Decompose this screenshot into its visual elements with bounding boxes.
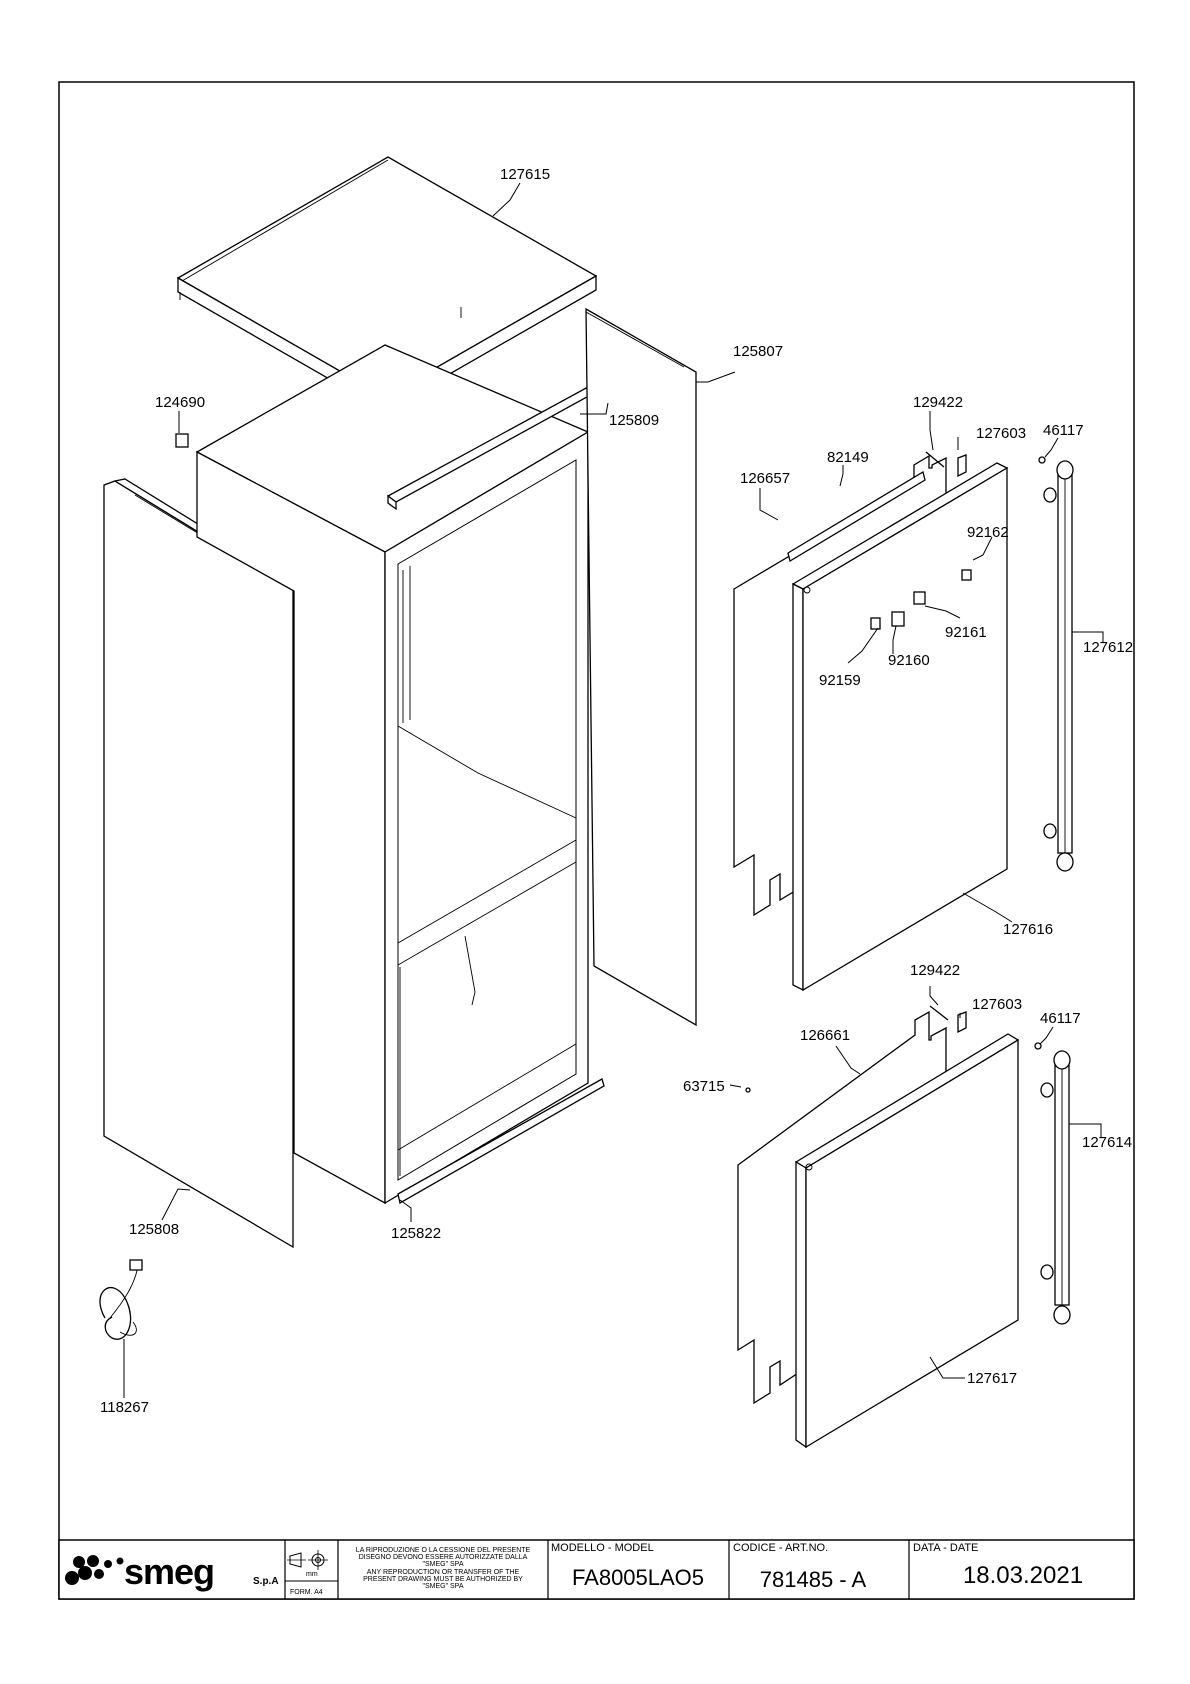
right-side-panel-part [585,307,697,1027]
label-125809: 125809 [609,412,659,429]
label-92159: 92159 [819,672,861,689]
notice-line-5: PRESENT DRAWING MUST BE AUTHORIZED BY [363,1576,523,1583]
label-126661: 126661 [800,1027,850,1044]
label-92160: 92160 [888,652,930,669]
notice-line-1: LA RIPRODUZIONE O LA CESSIONE DEL PRESEN… [356,1547,531,1554]
logo-wordmark: smeg [124,1551,214,1592]
date-label: DATA - DATE [913,1542,978,1554]
left-side-panel-part [103,478,296,1249]
leader-lines [123,182,1104,1398]
notice-line-2: DISEGNO DEVONO ESSERE AUTORIZZATE DALLA [359,1554,528,1561]
label-63715: 63715 [683,1078,725,1095]
format-label: FORM. A4 [290,1589,323,1596]
bottom-rail-part [397,1078,605,1205]
label-92162: 92162 [967,524,1009,541]
label-124690: 124690 [155,394,205,411]
label-127612: 127612 [1083,639,1133,656]
smeg-logo: smeg S.p.A [65,1551,279,1592]
label-82149: 82149 [827,449,869,466]
projection-symbol-icon [287,1550,328,1570]
notice-line-4: ANY REPRODUCTION OR TRANSFER OF THE [367,1569,520,1576]
label-127603-bottom: 127603 [972,996,1022,1013]
notice-line-6: "SMEG" SPA [422,1583,463,1590]
power-cord-part [99,1259,143,1340]
unit-mark: mm [306,1571,318,1578]
cabinet-assembly [103,156,697,1249]
lower-door-panel-part [794,1033,1020,1449]
model-value: FA8005LAO5 [572,1565,704,1590]
logo-suffix: S.p.A [253,1576,279,1587]
label-125808: 125808 [129,1221,179,1238]
label-46117-bottom: 46117 [1040,1010,1081,1027]
label-127615: 127615 [500,166,550,183]
label-127616: 127616 [1003,921,1053,938]
label-127617: 127617 [967,1370,1017,1387]
upper-door-panel-part [791,462,1009,992]
lower-handle-part [1040,1050,1071,1325]
title-block: smeg S.p.A mm FORM. A4 LA RIPRODUZIONE O… [58,1539,1135,1600]
upper-door-assembly [733,451,1074,992]
label-118267: 118267 [100,1399,149,1416]
lower-door-assembly [737,1005,1071,1449]
label-129422-top: 129422 [913,394,963,411]
cabinet-body-part [195,344,590,1205]
code-label: CODICE - ART.NO. [733,1542,828,1554]
label-46117-top: 46117 [1043,422,1084,439]
model-label: MODELLO - MODEL [551,1542,654,1554]
code-value: 781485 - A [760,1567,867,1592]
label-92161: 92161 [945,624,987,641]
label-127603-top: 127603 [976,425,1026,442]
label-125807: 125807 [733,343,783,360]
plug-part [175,433,189,448]
label-129422-bottom: 129422 [910,962,960,979]
date-value: 18.03.2021 [963,1562,1083,1589]
label-127614: 127614 [1082,1134,1132,1151]
part-labels: 127615 125807 124690 125809 129422 12760… [100,166,1133,1416]
notice-line-3: "SMEG" SPA [422,1561,463,1568]
label-126657: 126657 [740,470,790,487]
label-125822: 125822 [391,1225,441,1242]
upper-handle-part [1043,460,1074,872]
